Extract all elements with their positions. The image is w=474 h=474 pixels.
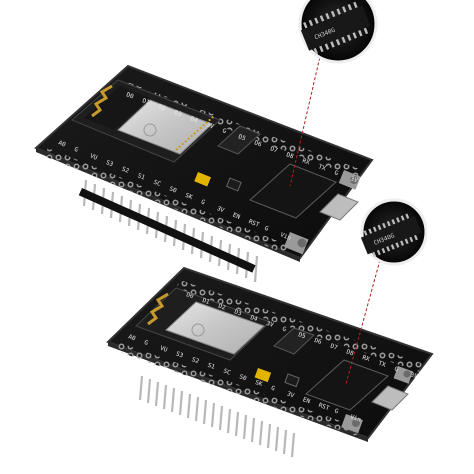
pin-label: EN (232, 212, 242, 221)
flash-button (393, 366, 414, 384)
pin-label: Vin (279, 231, 292, 242)
pin-label: G (200, 199, 206, 207)
pin-label: G (221, 127, 227, 135)
esp-module (135, 287, 271, 361)
pin-label: RST (248, 218, 261, 229)
pin-label: G (73, 146, 79, 154)
rf-shield (165, 301, 265, 355)
leader-line (345, 259, 381, 385)
pin-label: 3V (409, 371, 418, 380)
pin-label: D3 (233, 308, 242, 317)
zoom-callout-top: CH340G (289, 0, 378, 187)
micro-usb-port (319, 193, 359, 221)
pin-label: 3V (286, 390, 296, 399)
reset-button (284, 231, 309, 255)
voltage-regulator (273, 327, 315, 355)
pin-label: D5 (237, 133, 247, 142)
zoom-callout-bottom: CH340G (345, 198, 428, 385)
rf-shield (117, 99, 213, 155)
pin-label: D0 (185, 291, 194, 300)
pin-label: D6 (313, 337, 322, 346)
esp-module (71, 79, 221, 163)
pin-label: SC (152, 179, 162, 188)
pin-label: D2 (157, 103, 167, 112)
pin-label: D7 (329, 343, 338, 352)
pin-label: D4 (189, 115, 199, 124)
pin-pads-upper (176, 280, 424, 372)
flash-button (338, 169, 361, 190)
pin-label: G (263, 225, 269, 233)
pin-label: 3V (265, 320, 274, 329)
pin-label: TX (377, 360, 386, 369)
pin-label: D8 (345, 348, 354, 357)
pin-label: S1 (207, 362, 217, 371)
pin-label: D0 (125, 91, 135, 100)
pin-label: D1 (141, 97, 151, 106)
pin-pads-lower (44, 148, 290, 254)
pin-label: RX (361, 354, 370, 363)
pin-label: G (333, 408, 339, 416)
pin-label: S1 (137, 172, 147, 181)
micro-usb-port (371, 385, 409, 411)
pin-label: D1 (201, 297, 210, 306)
voltage-regulator (217, 125, 261, 155)
pin-label: VU (159, 345, 169, 354)
header-strip (78, 188, 256, 273)
pin-pads-lower (114, 342, 360, 436)
pin-label: 3V (205, 121, 215, 130)
pin-label: A0 (127, 333, 137, 342)
pin-label: 3V (349, 175, 359, 184)
capacitor (254, 368, 272, 383)
pin-label: 3V (216, 205, 226, 214)
usb-serial-chip (249, 163, 337, 219)
pin-label: SK (254, 379, 264, 388)
pin-label: G (393, 366, 399, 374)
pin-label: D8 (285, 151, 295, 160)
pin-label: G (270, 385, 276, 393)
pin-label: G (143, 339, 149, 347)
antenna-trace (147, 292, 169, 326)
pin-label: S3 (105, 159, 115, 168)
pin-label: D3 (173, 109, 183, 118)
pin-label: S0 (168, 185, 178, 194)
pin-label: A0 (57, 139, 67, 148)
pin-label: TX (317, 163, 327, 172)
pin-label: D2 (217, 303, 226, 312)
pin-label: S2 (191, 356, 201, 365)
pin-label: D7 (269, 145, 279, 154)
pin-label: S0 (238, 373, 248, 382)
pin-label: SK (184, 192, 194, 201)
pin-label: SC (222, 368, 232, 377)
header-pins-bottom (138, 375, 296, 458)
antenna-trace (91, 84, 113, 118)
pin-label: RX (301, 157, 311, 166)
capacitor (194, 172, 211, 187)
pin-label: D4 (249, 314, 258, 323)
pin-label: EN (302, 396, 312, 405)
pin-label: G (281, 326, 287, 334)
pin-label: D6 (253, 139, 263, 148)
usb-serial-chip (305, 359, 389, 411)
pin-label: RST (318, 402, 331, 412)
pin-label: D5 (297, 331, 306, 340)
pin-label: Vin (349, 413, 362, 423)
reset-button (341, 414, 363, 434)
pin-label: S2 (121, 166, 131, 175)
pin-label: S3 (175, 350, 185, 359)
leader-line (289, 47, 323, 187)
pin-label: G (333, 169, 339, 177)
pin-label: VU (89, 153, 99, 162)
